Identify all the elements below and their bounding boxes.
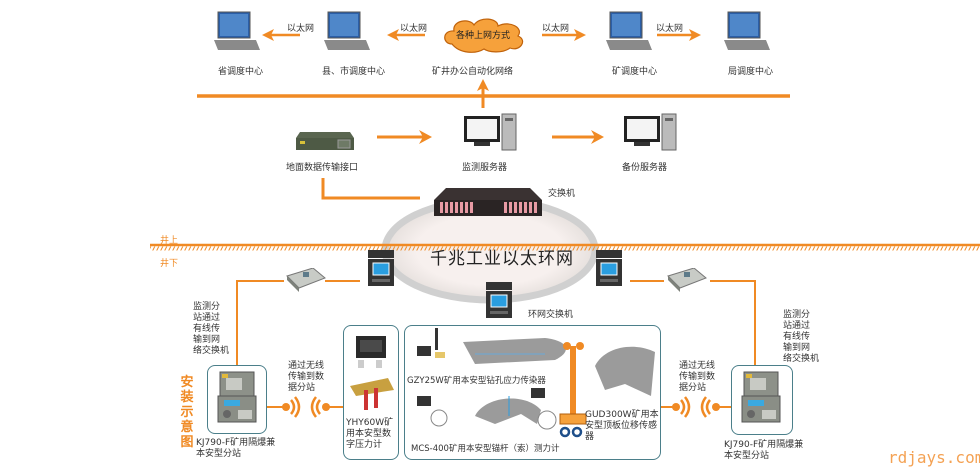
substation-right-icon: [741, 371, 781, 423]
mine-center-label: 矿调度中心: [612, 67, 658, 77]
wireless-note-left: 通过无线 传输到数 据分站: [288, 361, 325, 393]
monitor-server-icon: [462, 112, 518, 158]
office-network-label: 矿井办公自动化网络: [432, 67, 514, 77]
ring-switch-label: 环网交换机: [528, 310, 574, 320]
mcs-sensor-label: MCS-400矿用本安型锚杆（索）测力计: [411, 444, 560, 454]
arrow-to-monitor: [377, 130, 432, 144]
above-ground-label: 井上: [160, 236, 179, 246]
arrow-to-county: [387, 29, 425, 41]
backup-server-label: 备份服务器: [622, 163, 668, 173]
sensors-box: GZY25W矿用本安型钻孔应力传染器 MCS-400矿用本安型锚杆（索）测力计 …: [404, 325, 661, 460]
pressure-gauge-icon: [350, 336, 394, 410]
monitor-server-label: 监测服务器: [462, 163, 508, 173]
arrow-to-backup: [552, 130, 604, 144]
wired-note-left: 监测分 站通过 有线传 输到网 络交换机: [193, 302, 230, 356]
installation-diagram-title: 安 装 示 意 图: [180, 375, 194, 450]
ethernet-label-2: 以太网: [400, 24, 428, 34]
pressure-gauge-label-1: YHY60W矿: [346, 418, 394, 428]
cloud-icon: [440, 14, 530, 58]
bureau-center-label: 局调度中心: [728, 67, 774, 77]
ring-network-title: 千兆工业以太环网: [430, 249, 574, 269]
gzy-sensor-label: GZY25W矿用本安型钻孔应力传染器: [407, 376, 546, 386]
ring-switch-right-icon: [594, 248, 624, 292]
arrow-to-mine: [542, 29, 586, 41]
arrow-to-province: [262, 29, 300, 41]
wireless-signal-left-icon: [282, 394, 330, 424]
wireless-signal-right-icon: [672, 394, 720, 424]
wired-note-right: 监测分 站通过 有线传 输到网 络交换机: [783, 310, 820, 364]
laptop-province: [212, 10, 262, 56]
ground-interface-device-icon: [296, 132, 354, 156]
laptop-bureau: [722, 10, 772, 56]
arrow-to-bureau: [657, 29, 701, 41]
pressure-gauge-label-3: 字压力计: [346, 440, 383, 450]
ethernet-label-3: 以太网: [542, 24, 570, 34]
ground-interface-label: 地面数据传输接口: [286, 163, 359, 173]
pressure-gauge-label-2: 用本安型数: [346, 429, 392, 439]
backup-server-icon: [622, 112, 678, 158]
wireless-note-right: 通过无线 传输到数 据分站: [679, 361, 716, 393]
watermark-text: rdjays.com: [888, 448, 980, 467]
ring-switch-bottom-icon: [484, 280, 514, 324]
substation-right-box: [731, 365, 793, 435]
pressure-gauge-box: YHY60W矿 用本安型数 字压力计: [343, 325, 399, 460]
sensors-illustration: [417, 328, 655, 438]
arrow-up-office: [477, 79, 489, 108]
cloud-label: 各种上网方式: [456, 31, 511, 41]
ethernet-label-1: 以太网: [287, 24, 315, 34]
junction-box-left-icon: [283, 267, 327, 298]
substation-right-label: KJ790-F矿用隔爆兼 本安型分站: [724, 440, 804, 461]
interface-switch-line: [321, 178, 420, 200]
core-switch-label: 交换机: [548, 189, 576, 199]
ring-switch-left-icon: [366, 248, 396, 292]
core-switch-icon: [432, 188, 544, 226]
below-ground-label: 井下: [160, 259, 179, 269]
county-center-label: 县、市调度中心: [322, 67, 386, 77]
ethernet-label-4: 以太网: [656, 24, 684, 34]
substation-left-label: KJ790-F矿用隔爆兼 本安型分站: [196, 438, 276, 459]
junction-box-right-icon: [664, 267, 708, 298]
substation-left-icon: [217, 371, 257, 423]
laptop-county: [322, 10, 372, 56]
gud-sensor-label: GUD300W矿用本 安型顶板位移传感器: [585, 410, 659, 442]
laptop-mine: [604, 10, 654, 56]
substation-left-box: [207, 365, 267, 434]
province-center-label: 省调度中心: [218, 67, 264, 77]
